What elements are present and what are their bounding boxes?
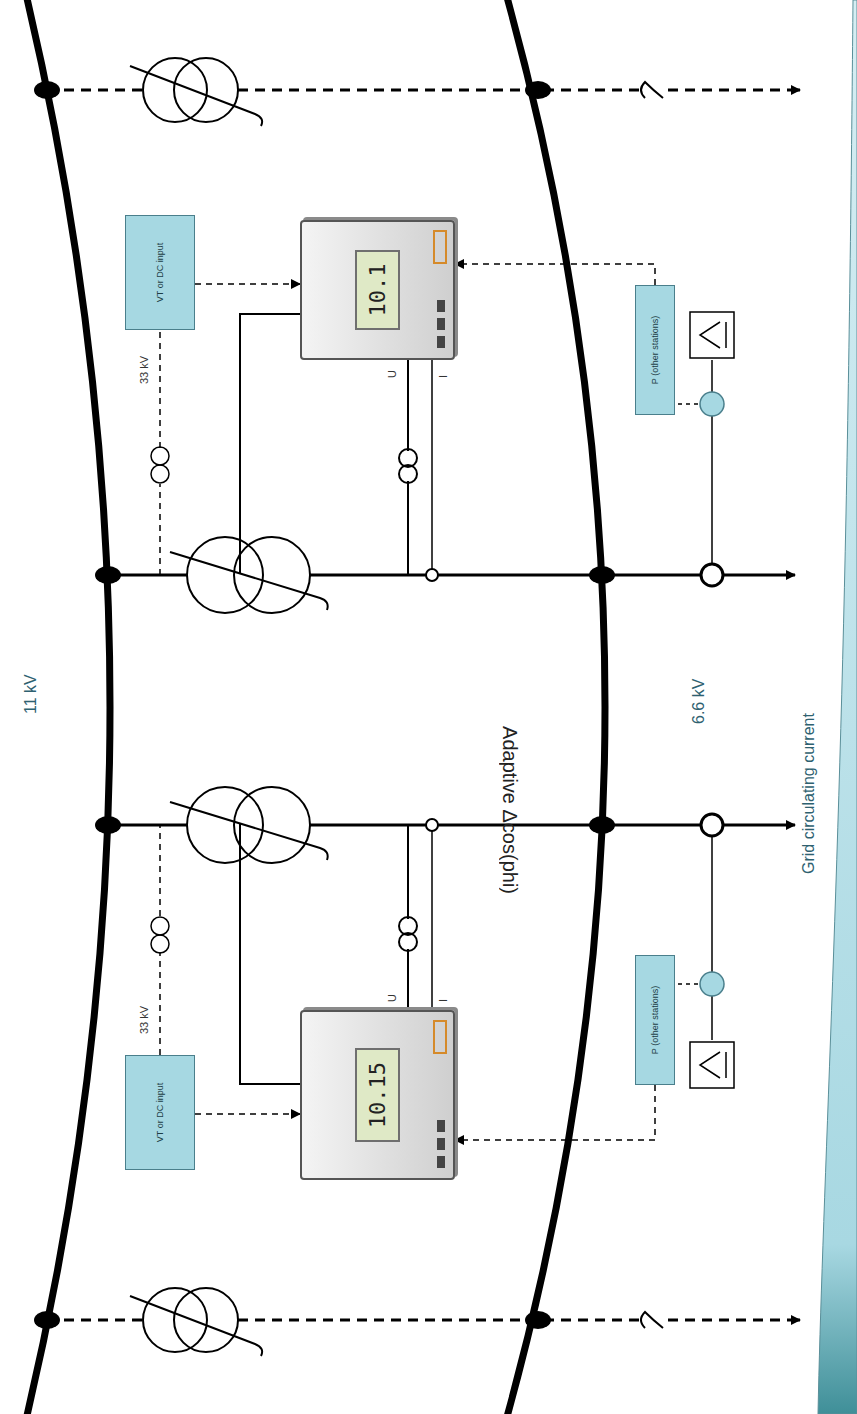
relay-display: 10.1 (355, 250, 400, 331)
voltage-label: 33 kV (138, 1006, 150, 1034)
input-box: VT or DC input (125, 215, 195, 330)
display-value: 10.15 (365, 1062, 390, 1128)
input-box: VT or DC input (125, 1055, 195, 1170)
relay-display: 10.15 (355, 1048, 400, 1142)
box-label: P (other stations) (650, 316, 660, 384)
relay-button (437, 318, 445, 330)
busbar-voltage: 6.6 kV (690, 679, 708, 724)
relay-terminal (433, 230, 447, 264)
busbar-voltage: 11 kV (22, 674, 40, 714)
power-input-box: P (other stations) (635, 285, 675, 415)
box-label: VT or DC input (155, 243, 165, 302)
power-input-box: P (other stations) (635, 955, 675, 1085)
voltage-regulator-relay: 10.15 (300, 1010, 455, 1180)
relay-button (437, 300, 445, 312)
voltage-label: 33 kV (138, 356, 150, 384)
control-mode-label: Adaptive Δcos(phi) (498, 726, 521, 894)
relay-button (437, 1138, 445, 1150)
relay-terminal (433, 1020, 447, 1054)
signal-connector (455, 1085, 655, 1140)
signal-name: I (437, 375, 449, 378)
relay-button (437, 336, 445, 348)
signal-connector (195, 1113, 300, 1115)
signal-connector (455, 264, 655, 285)
display-value: 10.1 (365, 264, 390, 317)
signal-name: U (386, 370, 398, 378)
voltage-regulator-relay: 10.1 (300, 220, 455, 360)
box-label: P (other stations) (650, 986, 660, 1054)
relay-button (437, 1120, 445, 1132)
signal-connector (195, 283, 300, 285)
relay-button (437, 1156, 445, 1168)
signal-name: I (437, 999, 449, 1002)
band-label: Grid circulating current (800, 713, 818, 874)
box-label: VT or DC input (155, 1083, 165, 1142)
signal-name: U (386, 994, 398, 1002)
